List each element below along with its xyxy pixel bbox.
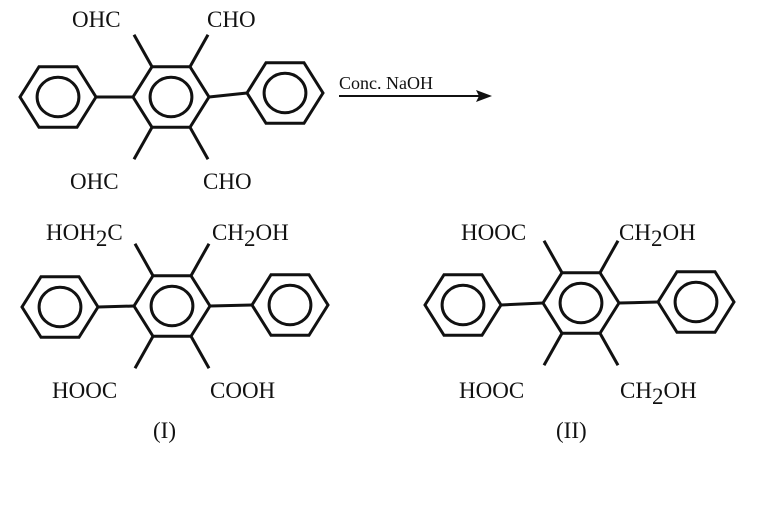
product-2-left-phenyl-aromatic-circle	[440, 283, 486, 327]
reactant-top-left-bond	[132, 33, 154, 68]
reactant-bottom-right-group: CHO	[203, 169, 252, 194]
product-1-right-phenyl-aromatic-circle	[267, 283, 313, 327]
reactant-central-aromatic-circle	[148, 75, 194, 119]
product-2-bottom-left-group: HOOC	[459, 378, 524, 403]
reactant-left-phenyl-ring	[18, 65, 98, 129]
bond-layer	[18, 33, 736, 370]
reagent-label: Conc. NaOH	[339, 73, 433, 93]
product-2-right-phenyl-bond	[618, 300, 659, 305]
reactant-right-phenyl-bond	[208, 91, 248, 99]
product-1-top-right-bond	[189, 242, 211, 277]
product-1-bottom-left-group: HOOC	[52, 378, 117, 403]
reactant-bottom-left-group: OHC	[70, 169, 119, 194]
product-1-bottom-right-group: COOH	[210, 378, 275, 403]
product-1-central-aromatic-circle	[149, 284, 195, 328]
reactant-top-right-group: CHO	[207, 7, 256, 32]
product-2-bottom-right-bond	[598, 332, 620, 367]
product-2-top-left-bond	[542, 239, 564, 274]
product-1-top-left-bond	[133, 242, 155, 277]
product-2-top-right-bond	[598, 239, 620, 274]
product-1-bottom-left-bond	[133, 335, 155, 370]
product-1-top-right-group: CH2OH	[212, 220, 289, 251]
product-2-top-right-group: CH2OH	[619, 220, 696, 251]
reactant-bottom-left-bond	[132, 126, 154, 161]
product-2-bottom-left-bond	[542, 332, 564, 367]
product-2-left-phenyl-bond	[500, 301, 544, 307]
product-1-left-phenyl-aromatic-circle	[37, 285, 83, 329]
product-2-right-phenyl-aromatic-circle	[673, 280, 719, 324]
reactant-top-left-group: OHC	[72, 7, 121, 32]
product-1-right-phenyl-bond	[209, 303, 253, 308]
reaction-arrow-head	[476, 90, 492, 102]
product-1-bottom-right-bond	[189, 335, 211, 370]
product-1-left-phenyl-ring	[20, 275, 100, 339]
reactant-left-phenyl-aromatic-circle	[35, 75, 81, 119]
reactant-right-phenyl-aromatic-circle	[262, 71, 308, 115]
product-1-top-left-group: HOH2C	[46, 220, 123, 251]
product-2-bottom-right-group: CH2OH	[620, 378, 697, 409]
product-2-top-left-group: HOOC	[461, 220, 526, 245]
product-2-left-phenyl-ring	[423, 273, 503, 337]
reactant-top-right-bond	[188, 33, 210, 68]
product-1-left-phenyl-bond	[97, 304, 135, 309]
product-2-central-aromatic-circle	[558, 281, 604, 325]
reactant-bottom-right-bond	[188, 126, 210, 161]
product-2-label: (II)	[556, 418, 587, 443]
product-1-label: (I)	[153, 418, 176, 443]
